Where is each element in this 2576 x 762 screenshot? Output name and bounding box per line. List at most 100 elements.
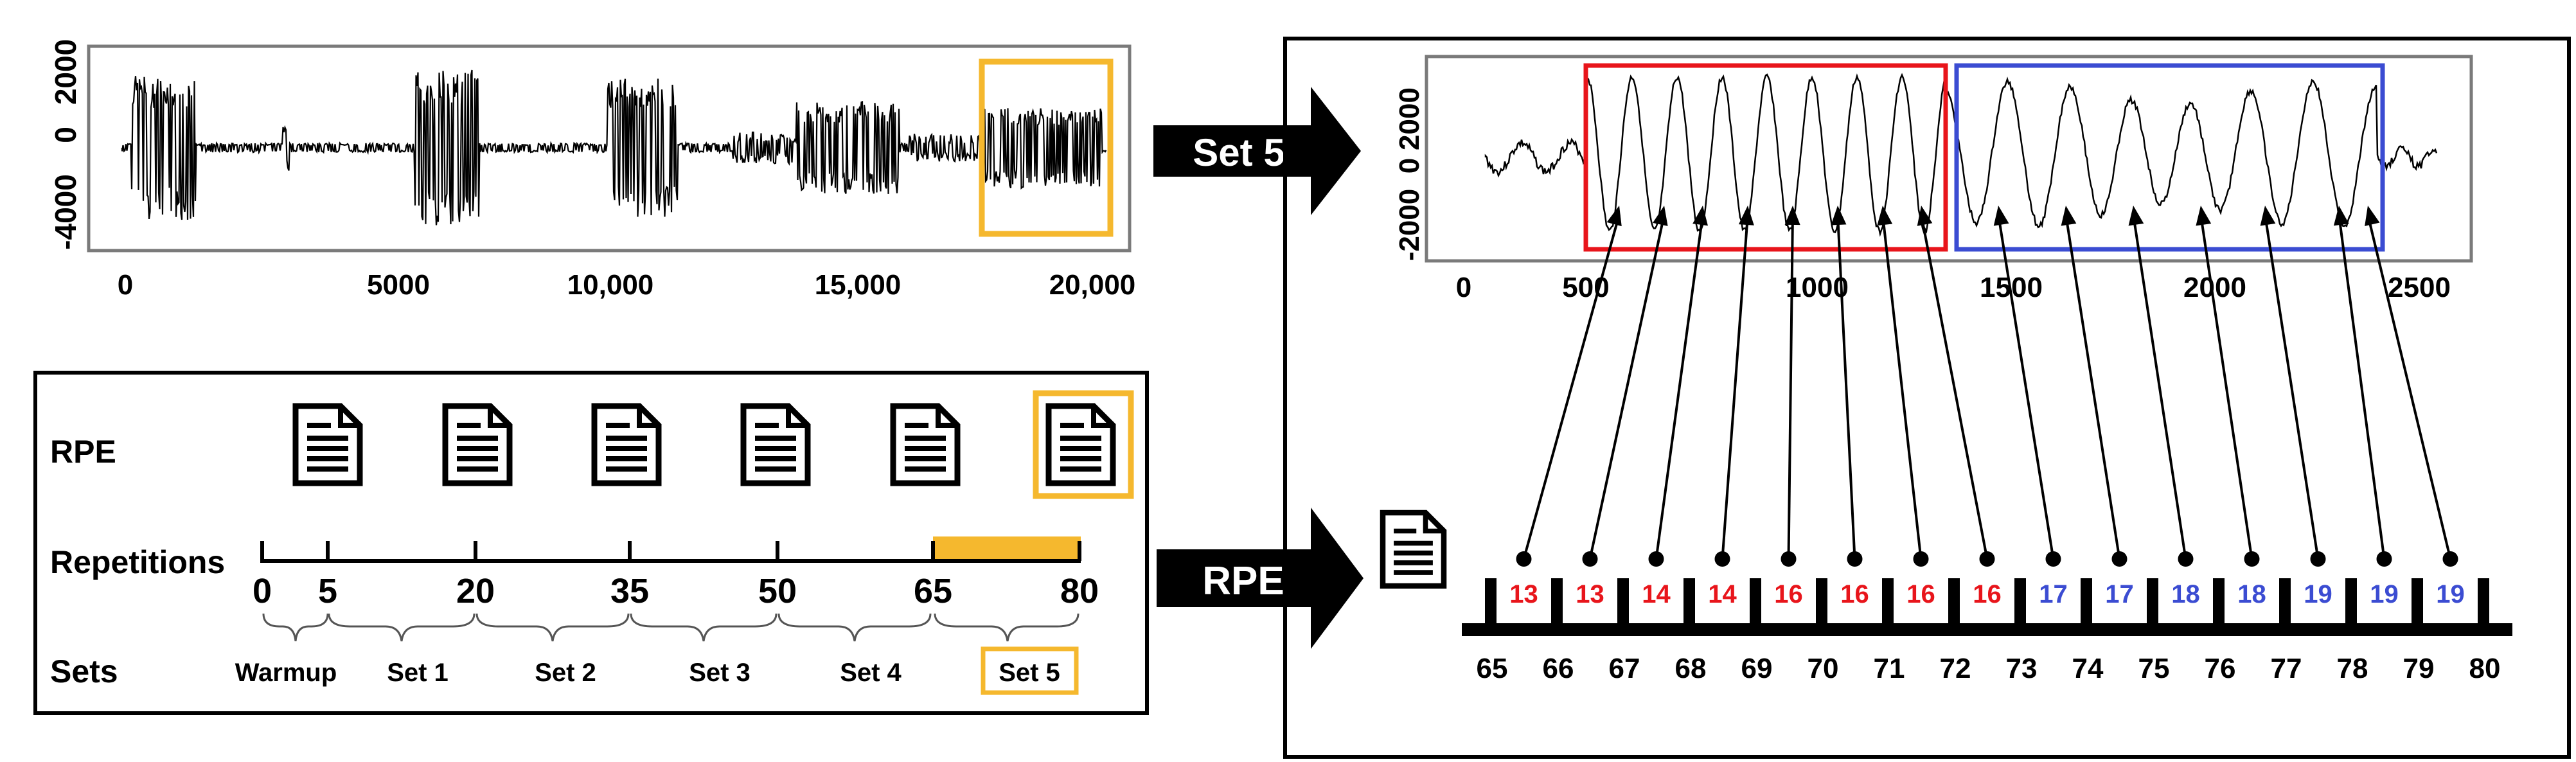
top-left-highlight-box [979,58,1114,237]
rep-number: 65 [1477,653,1508,684]
set-label: Set 3 [689,659,751,687]
rpe-row-label: RPE [50,434,116,470]
rpe-value: 17 [2105,580,2134,608]
x-tick: 5000 [367,269,430,301]
rep-number: 67 [1609,653,1640,684]
rep-number: 69 [1741,653,1773,684]
rep-number: 66 [1543,653,1574,684]
repetitions-axis: 0 5 20 35 50 65 80 [253,536,1099,610]
right-plot-y-axis: 2000 0 -2000 [1394,87,1425,261]
sets-row-label: Sets [50,653,118,689]
rpe-icons [296,390,1134,499]
timeline-tick [1816,578,1827,628]
rep-tick: 50 [758,572,797,610]
connector-line [1721,214,1749,560]
top-left-x-axis: 0 5000 10,000 15,000 20,000 [118,269,1136,301]
set-labels: Warmup Set 1 Set 2 Set 3 Set 4 Set 5 [235,646,1079,695]
rpe-value: 16 [1774,580,1803,608]
rpe-document-icon [1049,406,1113,483]
red-region-box [1583,63,1948,252]
connector-line [1522,214,1621,560]
connector-line [1787,214,1794,560]
connector-arrowhead [1692,206,1708,226]
connector-arrowhead [2061,206,2077,226]
connector-line [1655,214,1704,560]
connector-arrowhead [2196,206,2212,226]
timeline-tick [2147,578,2158,628]
timeline-tick [1882,578,1894,628]
right-plot-frame [1425,55,2473,263]
rpe-value: 14 [1708,580,1737,608]
right-rpe-document-icon [1383,513,1444,586]
rep-number: 79 [2403,653,2435,684]
connector-arrowhead [1606,206,1622,227]
timeline-tick [1683,578,1695,628]
timeline-tick [2014,578,2026,628]
connector-line [2199,214,2253,560]
connector-line [2132,214,2187,560]
connector-line [1836,214,1856,560]
connector-line [2367,214,2452,560]
connector-line [1588,214,1666,560]
rep-number: 70 [1808,653,1839,684]
connector-lines [1516,206,2458,567]
y-tick: 0 [1394,158,1425,173]
set5-arrow: Set 5 [1153,87,1361,215]
right-plot: 2000 0 -2000 0 500 1000 1500 2000 2500 [1394,55,2473,303]
set-label: Set 1 [387,659,449,687]
timeline-tick [2279,578,2291,628]
x-tick: 2000 [2183,272,2246,303]
set5-arrow-label: Set 5 [1193,131,1284,174]
connector-line [2264,214,2320,560]
y-tick: 2000 [1394,87,1425,150]
rpe-document-icon [445,406,510,483]
rpe-value: 19 [2304,580,2332,608]
connector-arrowhead [2333,206,2349,226]
rep-number: 68 [1675,653,1707,684]
timeline-tick [2478,578,2489,628]
rpe-value: 16 [1973,580,2002,608]
x-tick: 0 [118,269,133,301]
rpe-arrow-label: RPE [1202,559,1284,603]
rpe-value: 17 [2039,580,2068,608]
waveform-trace [121,69,1107,226]
timeline-tick [2081,578,2092,628]
rpe-value: 18 [2237,580,2266,608]
waveform-trace [1484,73,2438,237]
set5-reps-bar [933,536,1081,561]
rep-tick: 5 [318,572,337,610]
rpe-value: 13 [1576,580,1604,608]
rep-tick: 35 [610,572,649,610]
protocol-panel-frame [33,371,1149,715]
rep-number: 71 [1874,653,1905,684]
rep-tick: 65 [914,572,952,610]
timeline-tick [1485,578,1497,628]
set-label: Set 4 [840,659,902,687]
x-tick: 1000 [1786,272,1849,303]
right-plot-x-axis: 0 500 1000 1500 2000 2500 [1456,272,2451,303]
rep-number: 73 [2006,653,2038,684]
rpe-document-icon [743,406,808,483]
y-tick: -4000 [49,174,82,250]
timeline-tick [1948,578,1960,628]
rpe-document-icon [594,406,659,483]
connector-arrowhead [1993,206,2009,226]
set-label: Warmup [235,659,337,687]
set-label: Set 5 [999,659,1060,687]
top-left-plot: 0 2000 -4000 0 5000 10,000 15,000 20,000 [49,39,1135,301]
rpe-value: 19 [2436,580,2465,608]
rpe-value: 14 [1642,580,1671,608]
connector-arrowhead [2365,206,2380,226]
x-tick: 10,000 [567,269,654,301]
y-tick: 0 [49,127,82,143]
rep-number: 76 [2205,653,2236,684]
repetitions-row-label: Repetitions [50,544,225,580]
rep-number: 80 [2469,653,2501,684]
right-waveform [1484,73,2438,237]
timeline-baseline [1462,623,2512,636]
right-panel-frame [1283,37,2571,759]
connector-arrowhead [1917,206,1933,226]
connector-arrowhead [2260,206,2276,226]
